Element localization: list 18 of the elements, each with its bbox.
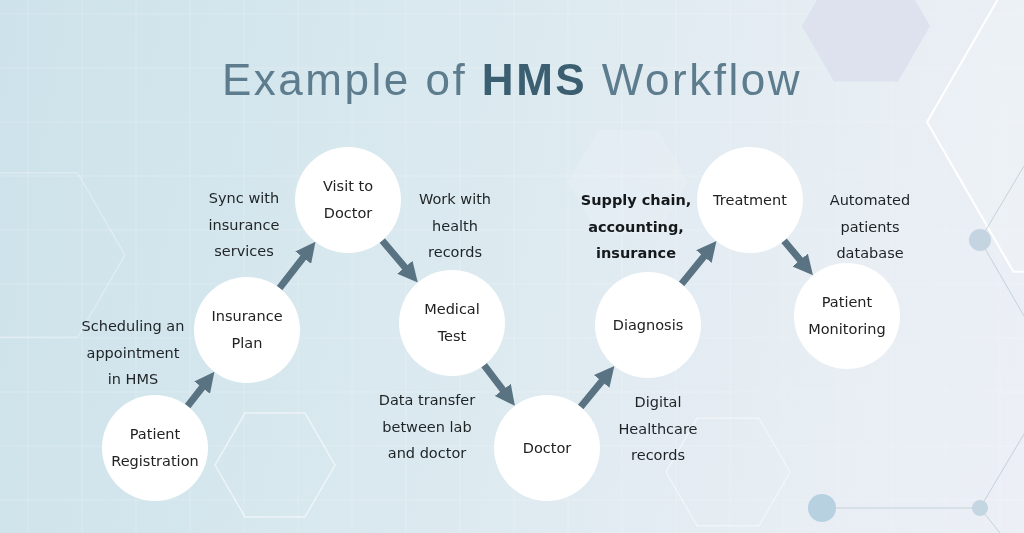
node-label: Diagnosis: [612, 315, 684, 335]
arrow: [379, 238, 421, 285]
edge-label: Digital Healthcare records: [617, 393, 699, 465]
edge-label: Sync with insurance services: [208, 189, 280, 261]
node-label: Visit to Doctor: [322, 177, 374, 223]
edge-label: Supply chain, accounting, insurance: [580, 191, 692, 263]
process-circle: [194, 277, 300, 383]
node-label: Doctor: [522, 438, 572, 458]
node-label: Insurance Plan: [210, 307, 284, 353]
node-label: Medical Test: [423, 300, 481, 346]
title: Example of HMS Workflow: [222, 55, 802, 105]
edge-label: Scheduling an appointment in HMS: [81, 317, 185, 389]
node-label: Treatment: [712, 190, 788, 210]
arrow: [781, 238, 816, 278]
edge-label: Data transfer between lab and doctor: [378, 391, 476, 463]
arrow: [481, 363, 518, 408]
edge-label: Work with health records: [418, 190, 492, 262]
node-label: Patient Registration: [110, 425, 200, 471]
